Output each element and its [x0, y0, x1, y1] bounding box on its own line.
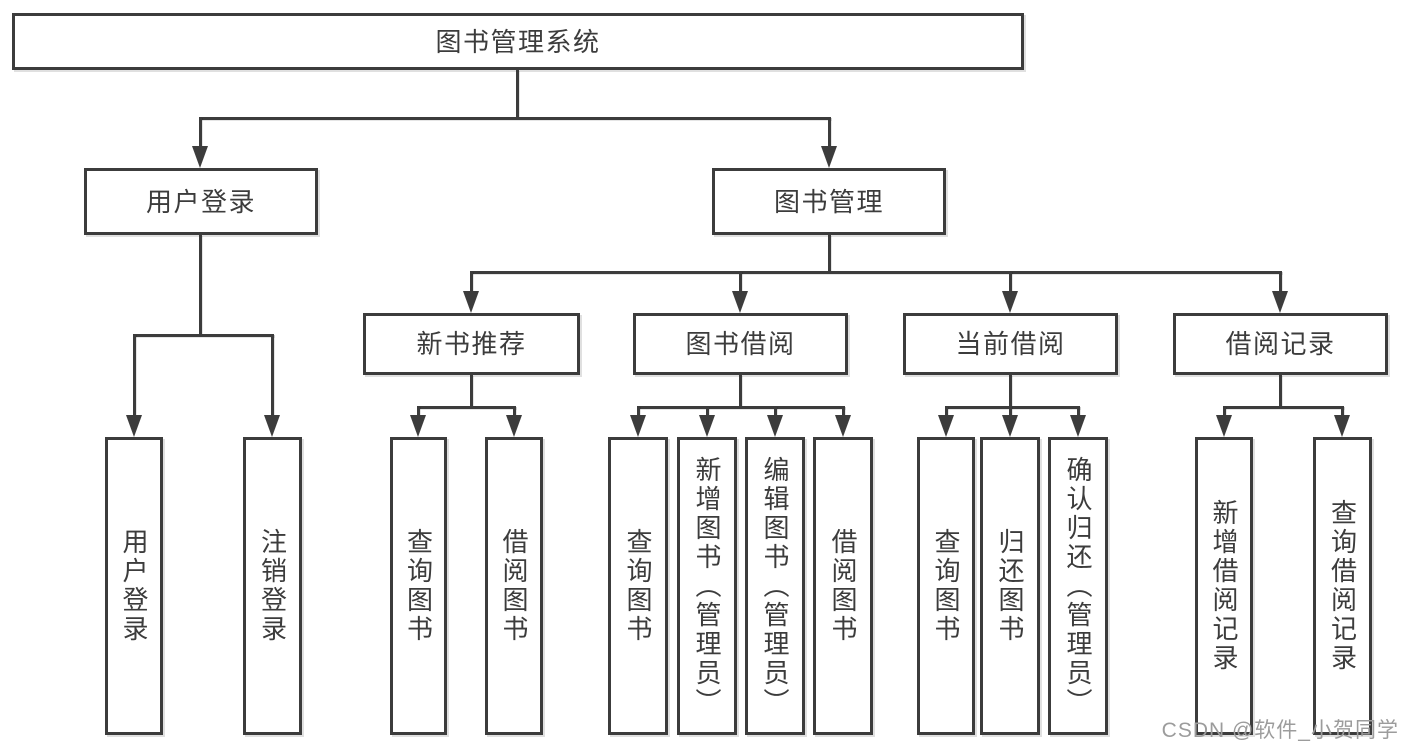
leaf-bb-edit-books-admin: 编辑图书（管理员） [745, 437, 805, 735]
leaf-nb-borrow-books-label: 借阅图书 [499, 528, 529, 644]
arrow-down-icon [1002, 415, 1018, 437]
connector-line [1077, 406, 1080, 418]
connector-line [828, 235, 831, 273]
leaf-bb-query-books: 查询图书 [608, 437, 668, 735]
leaf-cb-confirm-return-admin: 确认归还（管理员） [1048, 437, 1108, 735]
arrow-down-icon [126, 415, 142, 437]
node-borrow-records: 借阅记录 [1173, 313, 1388, 375]
connector-line [1341, 406, 1344, 418]
node-book-management-label: 图书管理 [773, 186, 884, 217]
connector-line [1009, 406, 1012, 418]
leaf-cb-return-books-label: 归还图书 [995, 528, 1025, 644]
arrow-down-icon [1002, 291, 1018, 313]
node-user-login: 用户登录 [84, 168, 318, 235]
arrow-down-icon [192, 146, 208, 168]
leaf-cb-query-books-label: 查询图书 [931, 528, 961, 644]
connector-line [516, 70, 519, 119]
node-book-borrow: 图书借阅 [633, 313, 848, 375]
leaf-user-login: 用户登录 [105, 437, 163, 735]
connector-line [739, 271, 742, 293]
connector-line [199, 117, 202, 148]
arrow-down-icon [732, 291, 748, 313]
connector-line [945, 406, 1080, 409]
arrow-down-icon [463, 291, 479, 313]
node-user-login-label: 用户登录 [145, 186, 256, 217]
connector-line [470, 271, 473, 293]
leaf-nb-query-books: 查询图书 [390, 437, 447, 735]
leaf-bb-add-books-admin-label: 新增图书（管理员） [692, 455, 722, 717]
connector-line [706, 406, 709, 418]
leaf-logout: 注销登录 [243, 437, 302, 735]
connector-line [828, 117, 831, 148]
leaf-bb-add-books-admin: 新增图书（管理员） [677, 437, 737, 735]
node-root: 图书管理系统 [12, 13, 1024, 70]
connector-line [417, 406, 420, 418]
arrow-down-icon [1216, 415, 1232, 437]
leaf-nb-query-books-label: 查询图书 [403, 528, 434, 644]
arrow-down-icon [1272, 291, 1288, 313]
arrow-down-icon [767, 415, 783, 437]
leaf-br-query-borrow-record-label: 查询借阅记录 [1327, 499, 1358, 673]
connector-line [133, 334, 136, 416]
connector-line [1279, 375, 1282, 408]
connector-line [637, 406, 640, 418]
node-new-book-recommend: 新书推荐 [363, 313, 580, 375]
node-current-borrow: 当前借阅 [903, 313, 1118, 375]
connector-line [637, 406, 845, 409]
arrow-down-icon [410, 415, 426, 437]
arrow-down-icon [938, 415, 954, 437]
leaf-logout-label: 注销登录 [257, 528, 288, 644]
leaf-bb-query-books-label: 查询图书 [623, 528, 653, 644]
arrow-down-icon [1334, 415, 1350, 437]
arrow-down-icon [1070, 415, 1086, 437]
arrow-down-icon [264, 415, 280, 437]
connector-line [513, 406, 516, 418]
connector-line [133, 334, 274, 337]
leaf-bb-borrow-books-label: 借阅图书 [828, 528, 858, 644]
node-book-management: 图书管理 [712, 168, 946, 235]
node-book-borrow-label: 图书借阅 [685, 329, 796, 359]
connector-line [470, 271, 1282, 274]
connector-line [842, 406, 845, 418]
leaf-bb-edit-books-admin-label: 编辑图书（管理员） [760, 455, 790, 717]
connector-line [1223, 406, 1226, 418]
connector-line [1223, 406, 1344, 409]
arrow-down-icon [506, 415, 522, 437]
connector-line [739, 375, 742, 408]
leaf-nb-borrow-books: 借阅图书 [485, 437, 543, 735]
connector-line [774, 406, 777, 418]
connector-line [271, 334, 274, 416]
arrow-down-icon [821, 146, 837, 168]
leaf-bb-borrow-books: 借阅图书 [813, 437, 873, 735]
leaf-cb-return-books: 归还图书 [980, 437, 1040, 735]
node-new-book-recommend-label: 新书推荐 [416, 329, 527, 359]
connector-line [1009, 271, 1012, 293]
leaf-br-add-borrow-record: 新增借阅记录 [1195, 437, 1253, 735]
arrow-down-icon [699, 415, 715, 437]
leaf-cb-query-books: 查询图书 [917, 437, 975, 735]
csdn-watermark: CSDN @软件_小贺同学 [1161, 719, 1399, 742]
connector-line [1279, 271, 1282, 293]
node-root-label: 图书管理系统 [435, 26, 601, 57]
connector-line [470, 375, 473, 408]
connector-line [199, 117, 831, 120]
connector-line [417, 406, 516, 409]
arrow-down-icon [835, 415, 851, 437]
connector-line [945, 406, 948, 418]
leaf-user-login-label: 用户登录 [119, 528, 149, 644]
connector-line [1009, 375, 1012, 408]
leaf-br-add-borrow-record-label: 新增借阅记录 [1209, 499, 1239, 673]
arrow-down-icon [630, 415, 646, 437]
node-current-borrow-label: 当前借阅 [955, 329, 1066, 359]
node-borrow-records-label: 借阅记录 [1225, 329, 1336, 359]
leaf-br-query-borrow-record: 查询借阅记录 [1313, 437, 1372, 735]
leaf-cb-confirm-return-admin-label: 确认归还（管理员） [1063, 455, 1093, 717]
connector-line [199, 235, 202, 336]
